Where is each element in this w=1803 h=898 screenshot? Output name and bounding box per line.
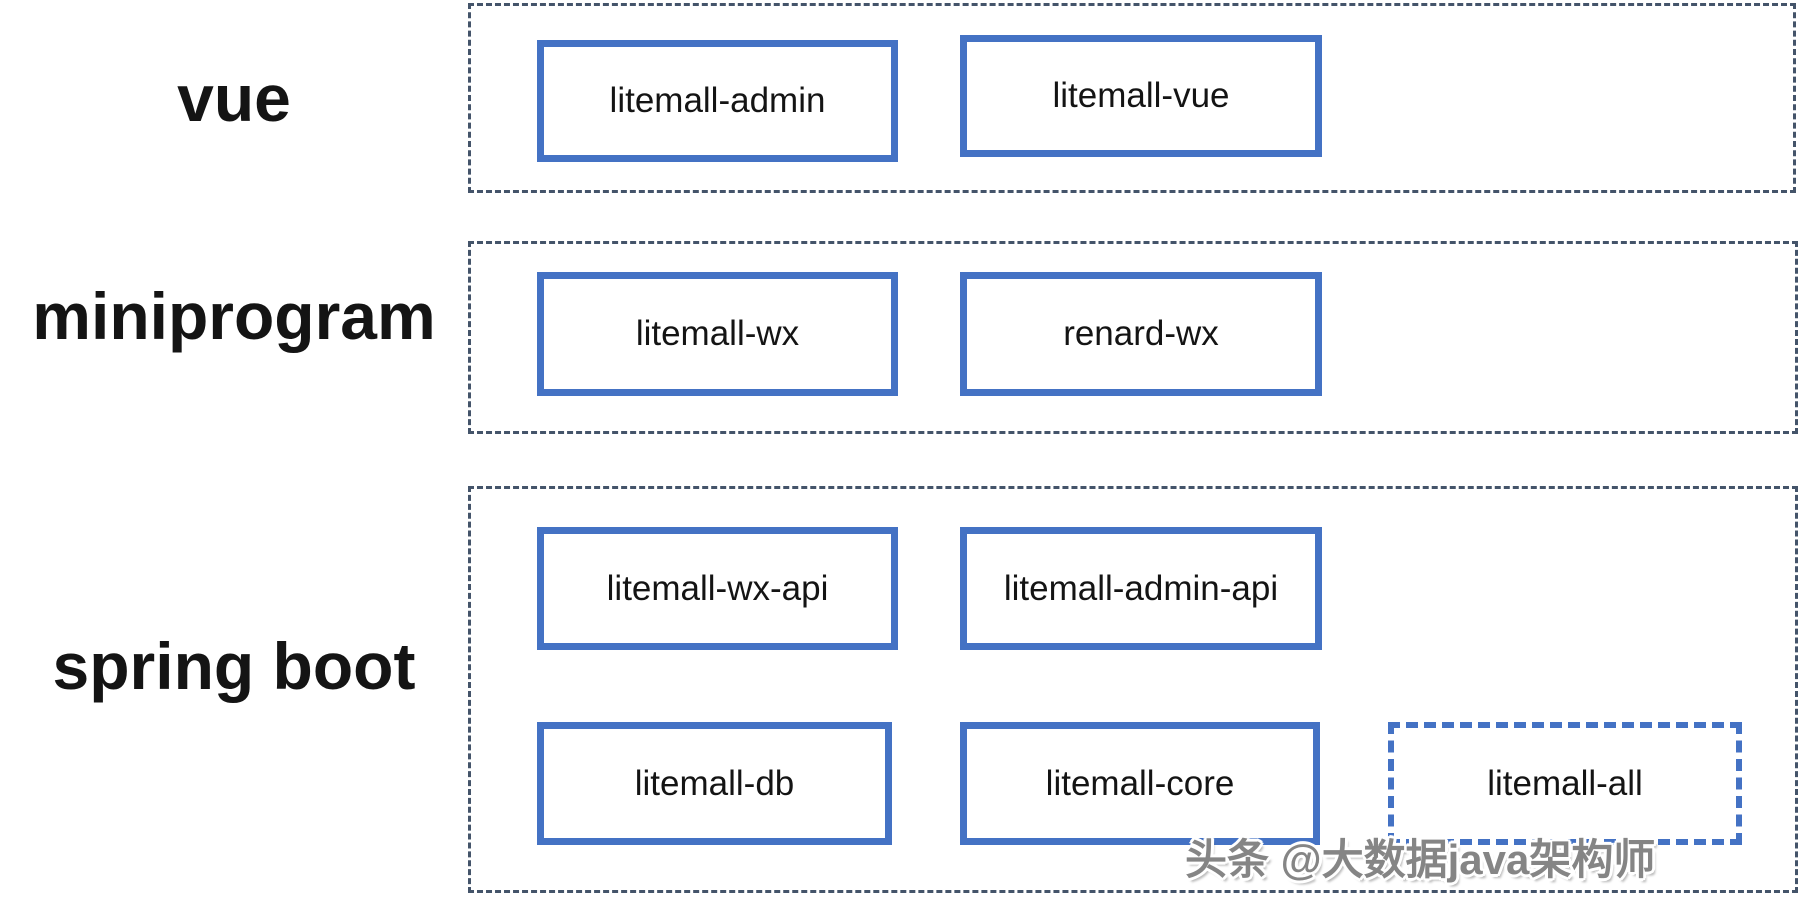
module-label: renard-wx <box>1063 314 1219 353</box>
module-box-litemall-admin-api: litemall-admin-api <box>960 527 1322 650</box>
section-label-text: vue <box>177 61 291 135</box>
module-label: litemall-core <box>1045 763 1235 803</box>
module-box-litemall-wx: litemall-wx <box>537 272 898 396</box>
module-box-litemall-admin: litemall-admin <box>537 40 898 162</box>
section-label-text: spring boot <box>52 629 416 703</box>
module-label: litemall-admin <box>609 81 826 120</box>
group-container-spring-boot <box>468 486 1798 893</box>
module-box-renard-wx: renard-wx <box>960 272 1322 396</box>
module-label: litemall-vue <box>1052 76 1230 115</box>
module-box-litemall-wx-api: litemall-wx-api <box>537 527 898 650</box>
group-container-vue <box>468 3 1796 193</box>
section-label-vue: vue <box>0 3 468 193</box>
module-box-litemall-core: litemall-core <box>960 722 1320 845</box>
module-label: litemall-all <box>1487 763 1643 803</box>
watermark-text: 头条 @大数据java架构师 <box>1185 836 1656 883</box>
module-box-litemall-vue: litemall-vue <box>960 35 1322 157</box>
section-label-text: miniprogram <box>32 279 436 353</box>
section-label-miniprogram: miniprogram <box>0 241 468 391</box>
module-label: litemall-wx <box>635 314 800 353</box>
module-label: litemall-db <box>634 763 795 803</box>
module-label: litemall-wx-api <box>606 568 829 608</box>
group-container-miniprogram <box>468 241 1798 434</box>
module-label: litemall-admin-api <box>1003 568 1279 608</box>
section-label-spring-boot: spring boot <box>0 486 468 846</box>
module-box-litemall-all: litemall-all <box>1388 722 1742 845</box>
module-box-litemall-db: litemall-db <box>537 722 892 845</box>
